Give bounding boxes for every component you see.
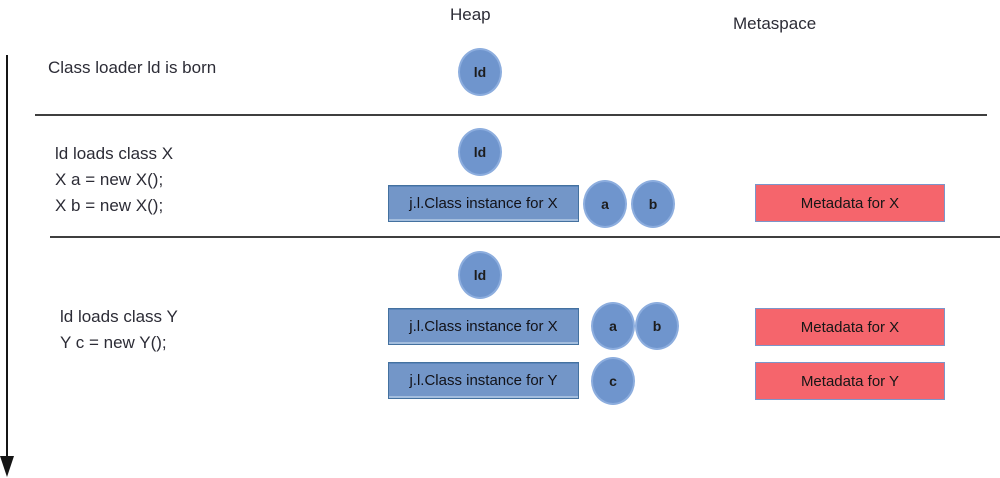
row3-code-line-1: Y c = new Y();	[60, 333, 167, 352]
timeline-axis-line	[6, 55, 8, 457]
row3-object-a-circle: a	[591, 302, 635, 350]
row3-object-b-circle: b	[635, 302, 679, 350]
row2-metadata-box-x: Metadata for X	[755, 184, 945, 222]
row2-object-b-circle: b	[631, 180, 675, 228]
row3-label-block: ld loads class Y Y c = new Y();	[60, 304, 178, 356]
row2-class-instance-box-x: j.l.Class instance for X	[388, 185, 579, 222]
row3-metadata-box-x: Metadata for X	[755, 308, 945, 346]
row3-label: ld loads class Y	[60, 307, 178, 326]
row1-classloader-circle: ld	[458, 48, 502, 96]
row3-class-instance-box-x: j.l.Class instance for X	[388, 308, 579, 345]
row2-object-a-circle: a	[583, 180, 627, 228]
metaspace-column-header: Metaspace	[733, 14, 817, 33]
down-arrow-icon	[0, 456, 14, 477]
row3-classloader-circle: ld	[458, 251, 502, 299]
row1-label: Class loader ld is born	[48, 58, 217, 77]
row-separator-1	[35, 114, 987, 116]
row2-code-line-2: X b = new X();	[55, 196, 164, 215]
row2-code-line-1: X a = new X();	[55, 170, 164, 189]
heap-column-header: Heap	[450, 5, 491, 24]
row3-class-instance-box-y: j.l.Class instance for Y	[388, 362, 579, 399]
row3-metadata-box-y: Metadata for Y	[755, 362, 945, 400]
row-separator-2	[50, 236, 1000, 238]
row2-label-block: ld loads class X X a = new X(); X b = ne…	[55, 141, 173, 219]
row3-object-c-circle: c	[591, 357, 635, 405]
row2-label: ld loads class X	[55, 144, 174, 163]
row2-classloader-circle: ld	[458, 128, 502, 176]
